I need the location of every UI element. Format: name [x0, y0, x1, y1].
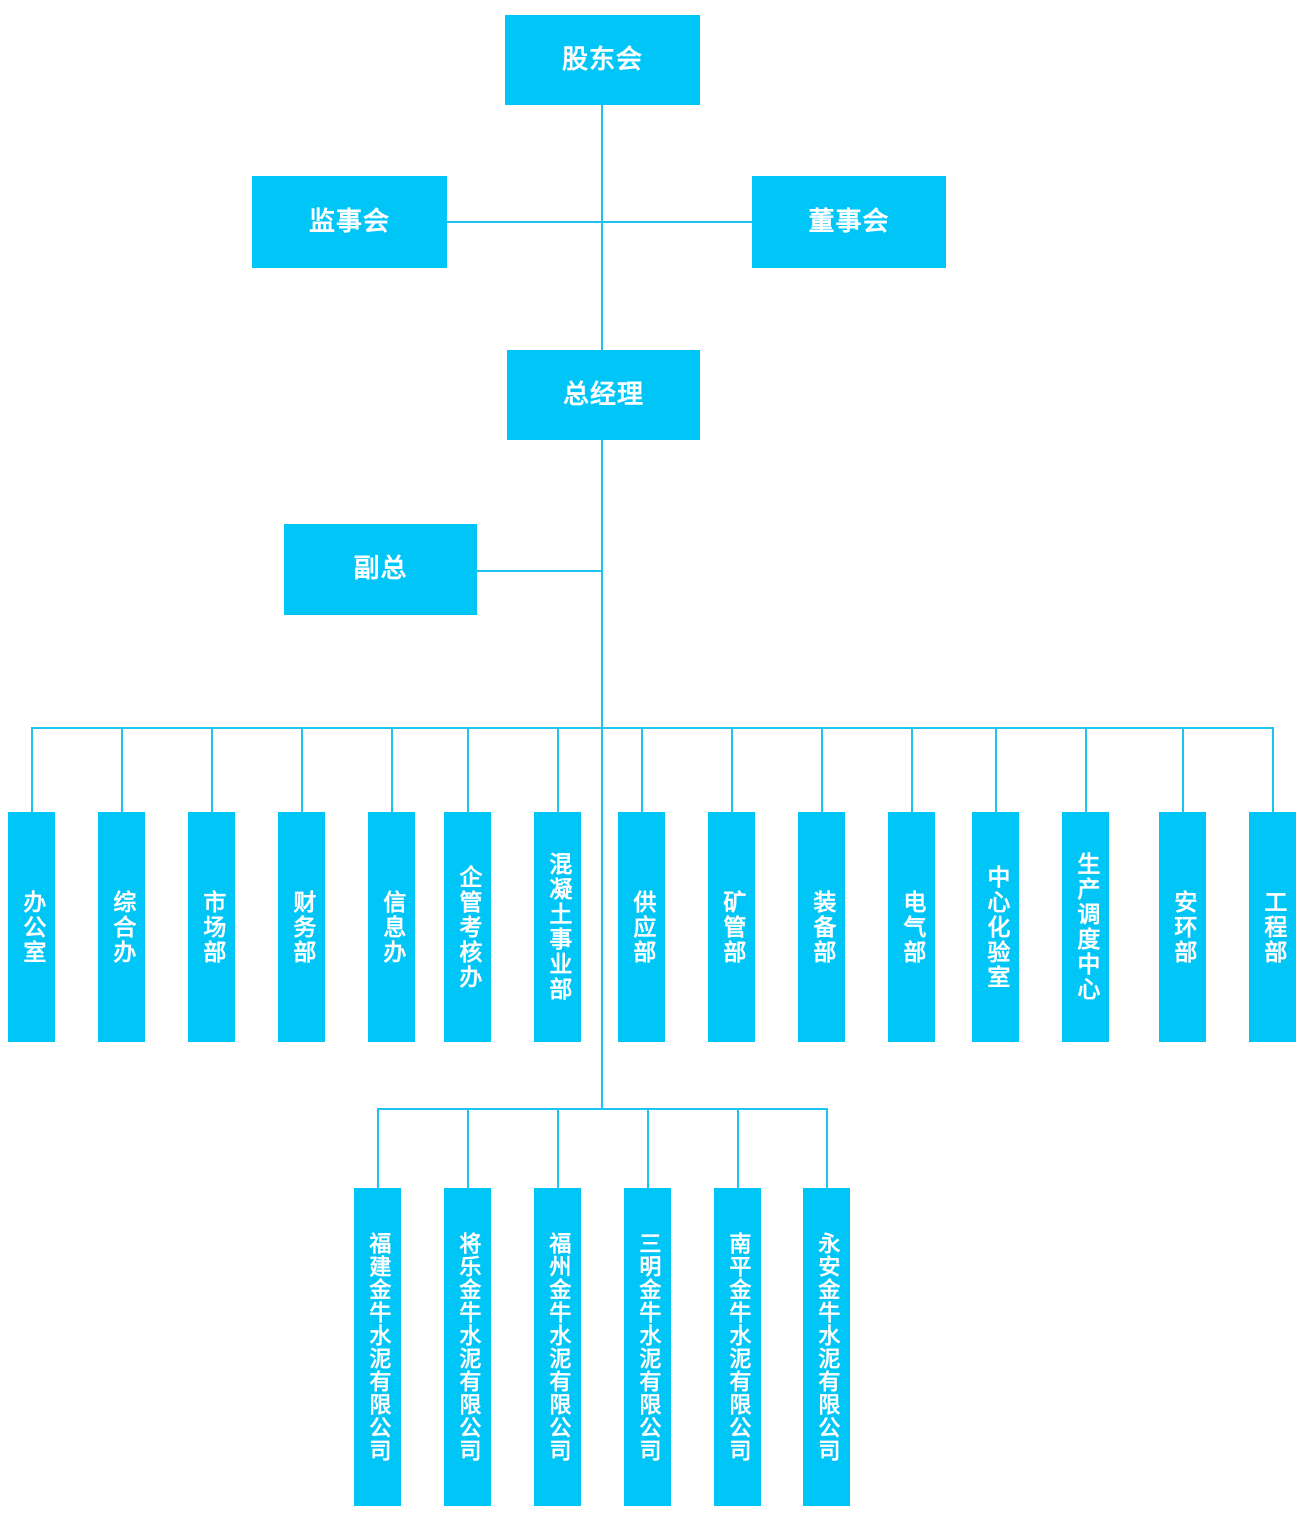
connector-department-drop: [121, 727, 123, 812]
connector-department-drop: [1182, 727, 1184, 812]
node-department-central-laboratory[interactable]: 中心化验室: [972, 812, 1019, 1042]
connector-department-drop: [557, 727, 559, 812]
connector-trunk-top: [601, 105, 603, 350]
node-deputy-general-manager[interactable]: 副总: [284, 524, 477, 615]
connector-department-drop: [641, 727, 643, 812]
node-department-enterprise-assessment[interactable]: 企管考核办: [444, 812, 491, 1042]
node-department-mine-management[interactable]: 矿管部: [708, 812, 755, 1042]
node-department-production-dispatch-center[interactable]: 生产调度中心: [1062, 812, 1109, 1042]
node-board-of-directors[interactable]: 董事会: [752, 176, 946, 268]
connector-supervisory-board-link: [391, 221, 752, 223]
connector-department-drop: [911, 727, 913, 812]
node-subsidiary-fujian[interactable]: 福建金牛水泥有限公司: [354, 1188, 401, 1506]
node-subsidiary-sanming[interactable]: 三明金牛水泥有限公司: [624, 1188, 671, 1506]
node-department-equipment[interactable]: 装备部: [798, 812, 845, 1042]
node-subsidiary-jiangle[interactable]: 将乐金牛水泥有限公司: [444, 1188, 491, 1506]
connector-subsidiary-drop: [557, 1108, 559, 1188]
connector-department-drop: [821, 727, 823, 812]
connector-subsidiary-drop: [377, 1108, 379, 1188]
connector-subsidiary-drop: [647, 1108, 649, 1188]
connector-subsidiary-drop: [467, 1108, 469, 1188]
connector-department-bus: [31, 727, 1272, 729]
node-shareholders[interactable]: 股东会: [505, 15, 700, 105]
node-subsidiary-fuzhou[interactable]: 福州金牛水泥有限公司: [534, 1188, 581, 1506]
connector-department-drop: [1085, 727, 1087, 812]
connector-department-drop: [301, 727, 303, 812]
node-supervisory-board[interactable]: 监事会: [252, 176, 447, 268]
node-department-supply[interactable]: 供应部: [618, 812, 665, 1042]
node-department-marketing[interactable]: 市场部: [188, 812, 235, 1042]
connector-department-drop: [467, 727, 469, 812]
node-department-general-affairs[interactable]: 综合办: [98, 812, 145, 1042]
connector-department-drop: [1272, 727, 1274, 812]
node-subsidiary-yongan[interactable]: 永安金牛水泥有限公司: [803, 1188, 850, 1506]
connector-department-drop: [31, 727, 33, 812]
connector-trunk-middle: [601, 440, 603, 727]
node-department-engineering[interactable]: 工程部: [1249, 812, 1296, 1042]
node-department-information[interactable]: 信息办: [368, 812, 415, 1042]
node-department-electrical[interactable]: 电气部: [888, 812, 935, 1042]
connector-department-drop: [995, 727, 997, 812]
connector-department-drop: [391, 727, 393, 812]
connector-department-drop: [211, 727, 213, 812]
connector-department-drop: [731, 727, 733, 812]
node-department-office[interactable]: 办公室: [8, 812, 55, 1042]
node-department-finance[interactable]: 财务部: [278, 812, 325, 1042]
connector-subsidiary-drop: [737, 1108, 739, 1188]
connector-subsidiary-bus: [377, 1108, 827, 1110]
node-department-concrete-division[interactable]: 混凝土事业部: [534, 812, 581, 1042]
connector-deputy-link: [477, 570, 602, 572]
node-general-manager[interactable]: 总经理: [507, 350, 700, 440]
connector-trunk-bottom: [601, 727, 603, 1108]
connector-subsidiary-drop: [826, 1108, 828, 1188]
node-subsidiary-nanping[interactable]: 南平金牛水泥有限公司: [714, 1188, 761, 1506]
node-department-safety-environment[interactable]: 安环部: [1159, 812, 1206, 1042]
